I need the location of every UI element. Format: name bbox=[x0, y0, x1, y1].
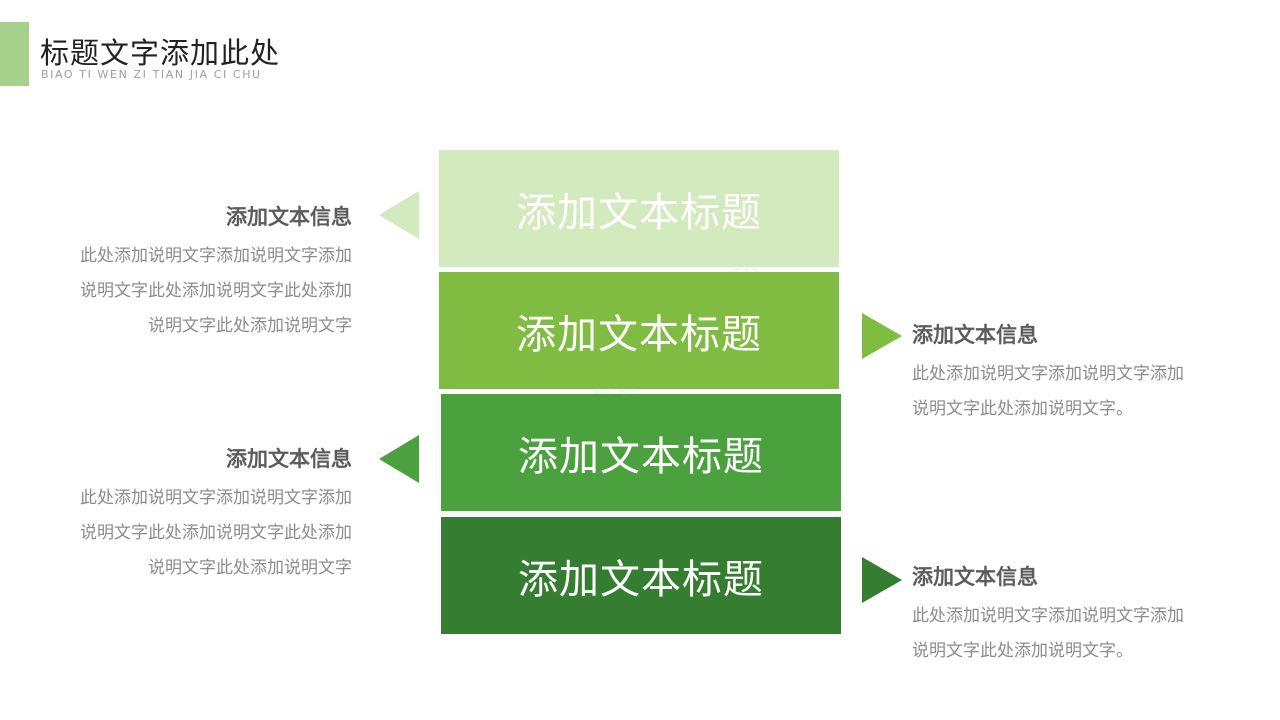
right-arrow-icon bbox=[862, 557, 902, 603]
info-heading: 添加文本信息 bbox=[226, 205, 352, 229]
info-line: 说明文字此处添加说明文字 bbox=[148, 558, 352, 578]
info-group-3: 添加文本信息 此处添加说明文字添加说明文字添加 说明文字此处添加说明文字此处添加… bbox=[80, 443, 352, 586]
info-heading: 添加文本信息 bbox=[912, 323, 1038, 347]
info-group-2: 添加文本信息 此处添加说明文字添加说明文字添加 说明文字此处添加说明文字。 bbox=[912, 319, 1184, 427]
left-arrow-icon bbox=[379, 435, 419, 483]
page-title: 标题文字添加此处 bbox=[40, 36, 281, 70]
info-description: 此处添加说明文字添加说明文字添加 说明文字此处添加说明文字。 bbox=[912, 357, 1184, 427]
info-group-1: 添加文本信息 此处添加说明文字添加说明文字添加 说明文字此处添加说明文字此处添加… bbox=[80, 201, 352, 344]
info-heading: 添加文本信息 bbox=[912, 565, 1038, 589]
title-accent-bar bbox=[0, 22, 29, 86]
title-block-2[interactable]: 添加文本标题 bbox=[439, 272, 839, 389]
info-description: 此处添加说明文字添加说明文字添加 说明文字此处添加说明文字。 bbox=[912, 599, 1184, 669]
info-line: 此处添加说明文字添加说明文字添加 bbox=[80, 246, 352, 266]
info-line: 说明文字此处添加说明文字此处添加 bbox=[80, 281, 352, 301]
info-description: 此处添加说明文字添加说明文字添加 说明文字此处添加说明文字此处添加 说明文字此处… bbox=[80, 239, 352, 344]
info-line: 说明文字此处添加说明文字。 bbox=[912, 399, 1133, 419]
info-description: 此处添加说明文字添加说明文字添加 说明文字此处添加说明文字此处添加 说明文字此处… bbox=[80, 481, 352, 586]
title-block-1[interactable]: 添加文本标题 bbox=[439, 150, 839, 267]
right-arrow-icon bbox=[862, 313, 902, 359]
info-group-4: 添加文本信息 此处添加说明文字添加说明文字添加 说明文字此处添加说明文字。 bbox=[912, 561, 1184, 669]
info-line: 说明文字此处添加说明文字此处添加 bbox=[80, 523, 352, 543]
page-subtitle: BIAO TI WEN ZI TIAN JIA CI CHU bbox=[41, 68, 262, 81]
title-block-3[interactable]: 添加文本标题 bbox=[441, 394, 841, 511]
left-arrow-icon bbox=[379, 191, 419, 239]
info-line: 说明文字此处添加说明文字 bbox=[148, 316, 352, 336]
info-line: 此处添加说明文字添加说明文字添加 bbox=[912, 606, 1184, 626]
info-line: 说明文字此处添加说明文字。 bbox=[912, 641, 1133, 661]
title-block-4[interactable]: 添加文本标题 bbox=[441, 517, 841, 634]
info-line: 此处添加说明文字添加说明文字添加 bbox=[80, 488, 352, 508]
info-heading: 添加文本信息 bbox=[226, 447, 352, 471]
info-line: 此处添加说明文字添加说明文字添加 bbox=[912, 364, 1184, 384]
